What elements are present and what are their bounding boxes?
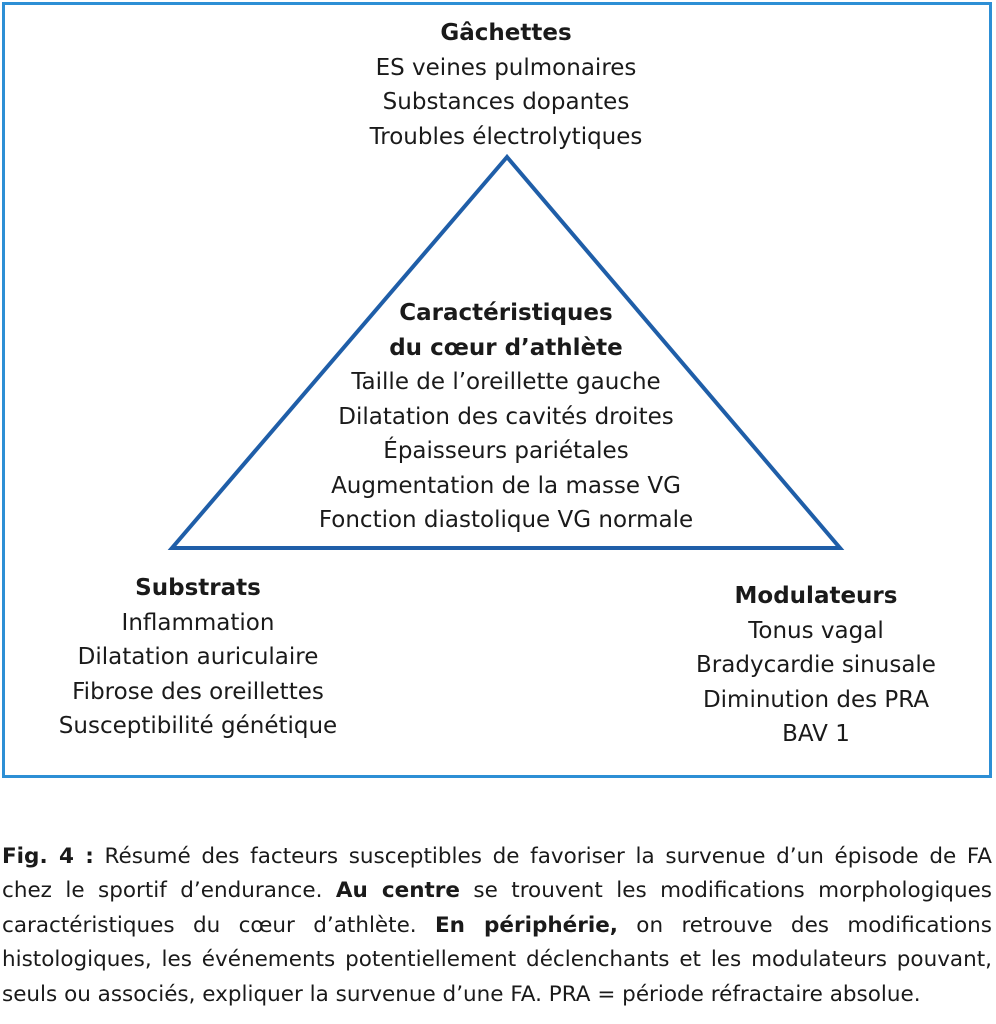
gachettes-title: Gâchettes <box>440 20 572 46</box>
caption-text-1: Résumé des facteurs susceptibles de favo… <box>2 843 992 904</box>
modulateurs-item: Diminution des PRA <box>702 686 930 713</box>
substrats-item: Fibrose des oreillettes <box>72 678 324 705</box>
substrats-item: Dilatation auriculaire <box>77 644 319 670</box>
modulateurs-item: Bradycardie sinusale <box>696 652 936 678</box>
gachettes-item: Troubles électrolytiques <box>369 123 643 150</box>
caption-bold-center: Au centre <box>335 878 460 904</box>
figure-caption: Fig. 4 : Résumé des facteurs susceptible… <box>2 840 992 1013</box>
gachettes-item: ES veines pulmonaires <box>375 54 637 81</box>
modulateurs-item: BAV 1 <box>782 721 850 747</box>
athlete-heart-item: Fonction diastolique VG normale <box>318 507 694 533</box>
substrats-title: Substrats <box>135 575 261 601</box>
substrats-block: Substrats Inflammation Dilatation auricu… <box>18 571 378 744</box>
athlete-heart-title-line2: du cœur d’athlète <box>389 334 623 361</box>
athlete-heart-title-line1: Caractéristiques <box>399 300 613 326</box>
athlete-heart-item: Épaisseurs pariétales <box>383 438 629 464</box>
modulateurs-title: Modulateurs <box>734 583 898 609</box>
caption-text-2: se trouvent les modifications morphologi… <box>2 878 992 938</box>
athlete-heart-item: Dilatation des cavités droites <box>338 403 674 430</box>
gachettes-block: Gâchettes ES veines pulmonaires Substanc… <box>256 16 756 154</box>
diagram-frame <box>2 2 992 778</box>
athlete-heart-item: Augmentation de la masse VG <box>331 472 681 499</box>
substrats-item: Inflammation <box>121 609 275 636</box>
modulateurs-item: Tonus vagal <box>748 617 884 644</box>
athlete-heart-block: Caractéristiques du cœur d’athlète Taill… <box>256 296 756 538</box>
caption-bold-periphery: En périphérie, <box>435 912 618 938</box>
gachettes-item: Substances dopantes <box>382 89 630 115</box>
substrats-item: Susceptibilité génétique <box>58 713 338 739</box>
caption-text-3: on retrouve des modifications histologiq… <box>2 912 992 1007</box>
modulateurs-block: Modulateurs Tonus vagal Bradycardie sinu… <box>636 579 996 752</box>
athlete-heart-item: Taille de l’oreillette gauche <box>351 369 661 395</box>
caption-label: Fig. 4 : <box>2 843 94 869</box>
